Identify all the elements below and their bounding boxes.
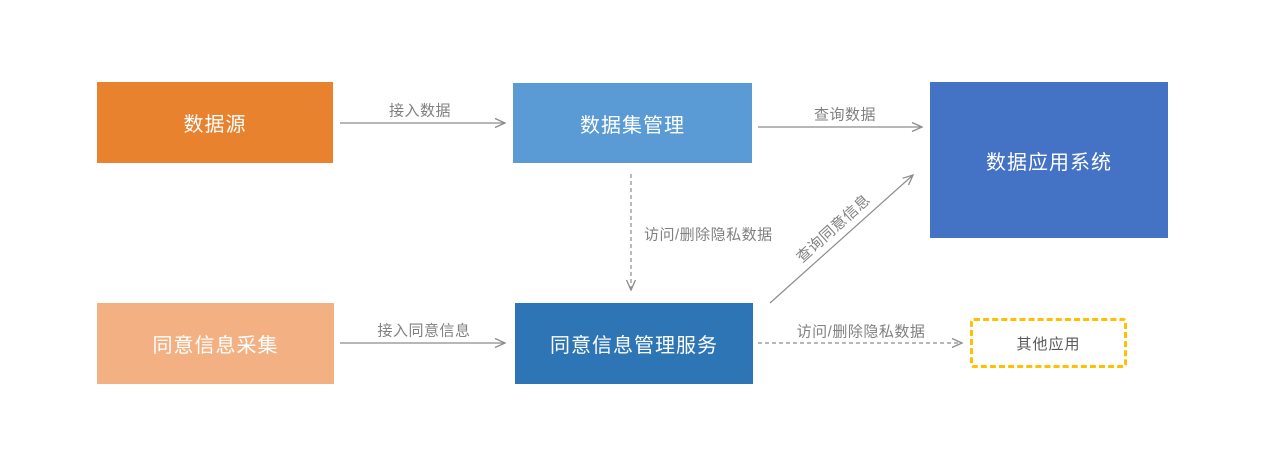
node-other-applications: 其他应用 — [970, 318, 1127, 368]
node-consent-info-management-service-label: 同意信息管理服务 — [550, 335, 718, 357]
node-other-applications-label: 其他应用 — [1016, 335, 1081, 353]
edge-label-query-data: 查询数据 — [813, 106, 877, 124]
edge-label-access-delete-private-data-down: 访问/删除隐私数据 — [644, 226, 773, 244]
node-data-source: 数据源 — [97, 82, 333, 163]
node-dataset-management-label: 数据集管理 — [580, 114, 685, 137]
edge-label-access-delete-private-data-right: 访问/删除隐私数据 — [796, 323, 926, 341]
edge-line-query-consent-info — [769, 173, 915, 304]
node-data-source-label: 数据源 — [183, 114, 247, 136]
node-dataset-management: 数据集管理 — [513, 83, 752, 163]
node-data-application-system: 数据应用系统 — [930, 82, 1168, 238]
edge-label-access-consent-info: 接入同意信息 — [377, 322, 471, 340]
node-data-application-system-label: 数据应用系统 — [986, 151, 1112, 174]
node-consent-info-collection: 同意信息采集 — [97, 303, 334, 384]
edge-label-access-data: 接入数据 — [388, 102, 452, 120]
node-consent-info-collection-label: 同意信息采集 — [152, 335, 279, 357]
node-consent-info-management-service: 同意信息管理服务 — [515, 303, 753, 384]
